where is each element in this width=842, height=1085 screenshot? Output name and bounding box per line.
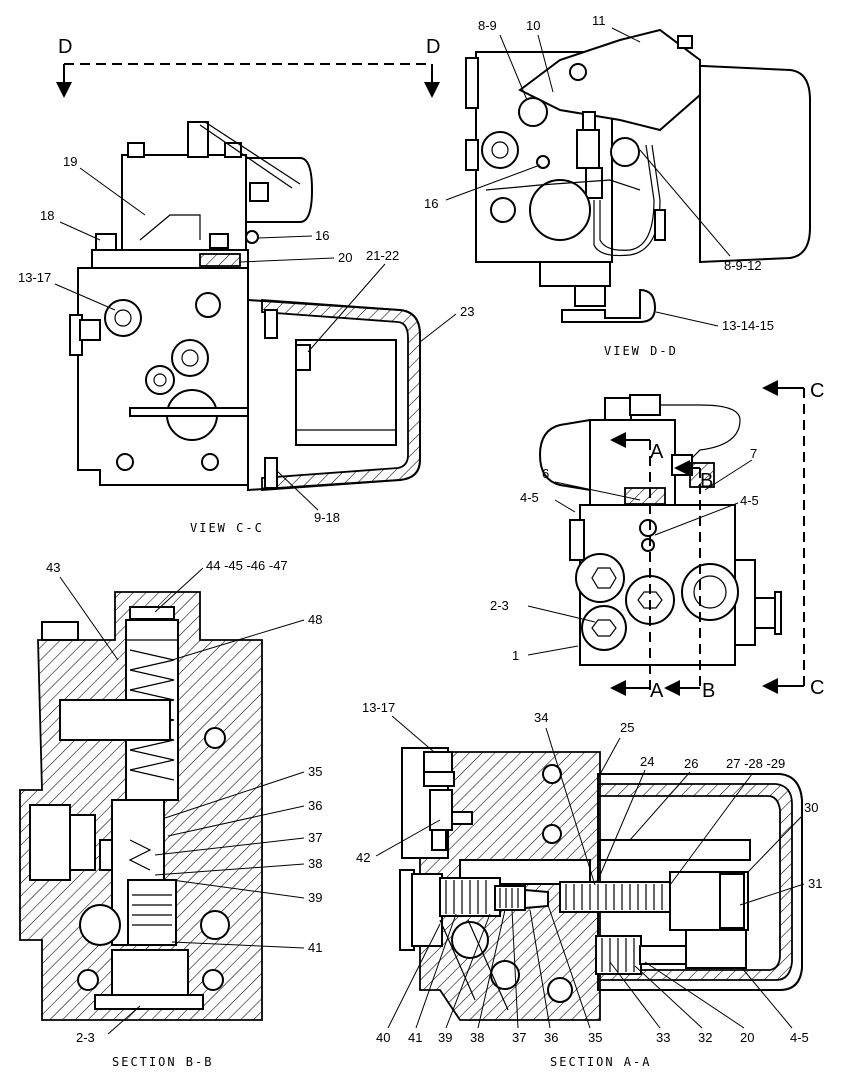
label-41-bb: 41 (308, 940, 322, 955)
label-38-aa: 38 (470, 1030, 484, 1045)
label-9-18: 9-18 (314, 510, 340, 525)
label-36-bb: 36 (308, 798, 322, 813)
caption-view-d-d: VIEW D-D (604, 344, 678, 358)
label-33: 33 (656, 1030, 670, 1045)
label-27-28-29: 27 -28 -29 (726, 756, 785, 771)
label-35-bb: 35 (308, 764, 322, 779)
label-24: 24 (640, 754, 654, 769)
label-4-5-aa: 4-5 (790, 1030, 809, 1045)
label-37-bb: 37 (308, 830, 322, 845)
label-44-45-46-47: 44 -45 -46 -47 (206, 558, 288, 573)
label-10: 10 (526, 18, 540, 33)
caption-section-b-b: SECTION B-B (112, 1055, 213, 1069)
label-1: 1 (512, 648, 519, 663)
caption-section-a-a: SECTION A-A (550, 1055, 651, 1069)
label-23: 23 (460, 304, 474, 319)
label-13-17: 13-17 (18, 270, 51, 285)
label-4-5-right: 4-5 (740, 493, 759, 508)
label-40: 40 (376, 1030, 390, 1045)
label-42: 42 (356, 850, 370, 865)
label-34: 34 (534, 710, 548, 725)
label-43: 43 (46, 560, 60, 575)
label-2-3-bb: 2-3 (76, 1030, 95, 1045)
label-2-3: 2-3 (490, 598, 509, 613)
label-8-9: 8-9 (478, 18, 497, 33)
section-a-top: A (650, 441, 664, 463)
label-16: 16 (315, 228, 329, 243)
label-36-aa: 36 (544, 1030, 558, 1045)
label-6: 6 (542, 466, 549, 481)
label-26: 26 (684, 756, 698, 771)
label-38-bb: 38 (308, 856, 322, 871)
label-32: 32 (698, 1030, 712, 1045)
label-16-dd: 16 (424, 196, 438, 211)
label-37-aa: 37 (512, 1030, 526, 1045)
view-c-c: D D 19 (18, 36, 474, 535)
section-a-bottom: A (650, 680, 664, 702)
label-13-17-aa: 13-17 (362, 700, 395, 715)
cut-label-d-right: D (426, 36, 440, 58)
main-view: C C A A B B 7 (490, 380, 824, 702)
section-b-b: 43 44 -45 -46 -47 48 35 36 37 38 39 41 2… (19, 558, 322, 1069)
label-4-5-left: 4-5 (520, 490, 539, 505)
section-a-a: 13-17 34 25 24 26 27 -28 -29 30 31 42 40… (356, 700, 822, 1069)
section-c-bottom: C (810, 677, 824, 699)
label-21-22: 21-22 (366, 248, 399, 263)
label-25: 25 (620, 720, 634, 735)
label-13-14-15: 13-14-15 (722, 318, 774, 333)
label-8-9-12: 8-9-12 (724, 258, 762, 273)
label-20: 20 (338, 250, 352, 265)
label-39-bb: 39 (308, 890, 322, 905)
label-39-aa: 39 (438, 1030, 452, 1045)
section-c-top: C (810, 380, 824, 402)
label-35-aa: 35 (588, 1030, 602, 1045)
label-31: 31 (808, 876, 822, 891)
label-30: 30 (804, 800, 818, 815)
cut-label-d-left: D (58, 36, 72, 58)
label-41-aa: 41 (408, 1030, 422, 1045)
section-b-bottom: B (702, 680, 715, 702)
label-11: 11 (592, 13, 606, 28)
caption-view-c-c: VIEW C-C (190, 521, 264, 535)
label-19: 19 (63, 154, 77, 169)
label-18: 18 (40, 208, 54, 223)
view-d-d: 8-9 10 11 16 8-9-12 13-14-15 VIEW D-D (424, 13, 811, 358)
label-7: 7 (750, 446, 757, 461)
label-48: 48 (308, 612, 322, 627)
label-20-aa: 20 (740, 1030, 754, 1045)
